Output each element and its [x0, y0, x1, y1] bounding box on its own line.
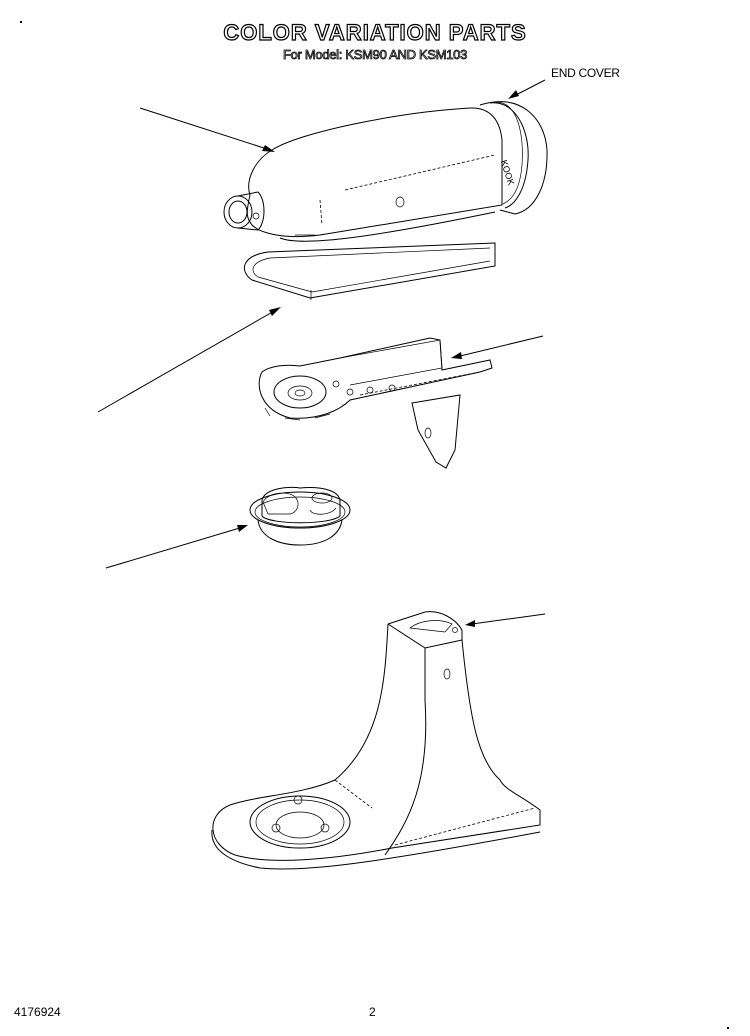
trim-band-drawing — [243, 242, 496, 300]
end-cover-drawing: KOOK — [479, 101, 548, 215]
gear-case-frame-callout-arrow — [451, 335, 544, 359]
part-number: 4176924 — [14, 1005, 61, 1019]
planetary-hub-cover-drawing — [249, 486, 351, 546]
planetary-hub-cover-callout-arrow — [105, 525, 248, 569]
motor-housing-callout-arrow — [139, 107, 275, 152]
scan-speck — [20, 21, 22, 23]
trim-band-callout-arrow — [97, 307, 281, 413]
page-number: 2 — [369, 1005, 376, 1019]
end-cover-label: END COVER — [551, 66, 620, 80]
scan-speck — [727, 1027, 729, 1029]
svg-text:KOOK: KOOK — [499, 159, 517, 187]
pedestal-base-callout-arrow — [465, 613, 546, 627]
motor-housing-drawing — [223, 107, 503, 242]
page-subtitle: For Model: KSM90 AND KSM103 — [282, 47, 468, 63]
end-cover-callout-arrow — [508, 79, 546, 99]
page-title: COLOR VARIATION PARTS — [223, 19, 527, 45]
gear-case-frame-drawing — [258, 337, 493, 469]
pedestal-base-drawing — [211, 611, 541, 870]
